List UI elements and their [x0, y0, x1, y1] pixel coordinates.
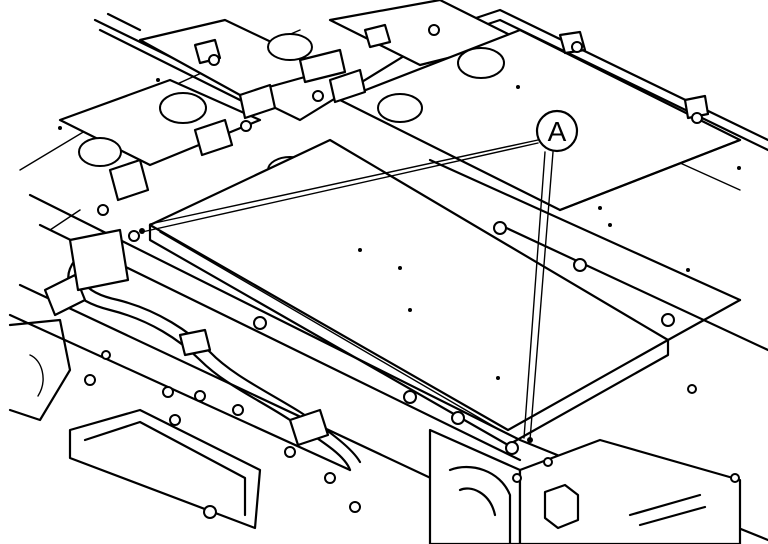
leader-line-to-left-bracket	[141, 142, 539, 233]
callout-circle	[535, 109, 579, 153]
module-vent-hole	[457, 47, 505, 79]
callout-leader-lines	[139, 139, 554, 443]
module-vent-hole	[159, 92, 207, 124]
leader-line-to-right-bracket	[529, 151, 554, 441]
module-vent-hole	[267, 33, 313, 61]
callout-label: A	[548, 116, 567, 147]
module-vent-hole	[377, 93, 423, 123]
wiring-harness	[43, 228, 362, 472]
right-plate	[58, 78, 768, 352]
lower-left-frame	[8, 318, 262, 530]
leader-end-right	[527, 437, 533, 443]
rail-brackets	[97, 23, 710, 242]
leader-line-to-right-bracket-inner	[523, 151, 546, 439]
lower-right-frame	[428, 384, 742, 544]
module-vent-hole	[78, 137, 122, 167]
leader-end-left	[139, 228, 145, 234]
callout-a: A	[535, 109, 579, 153]
leader-line-to-left-bracket-upper	[149, 139, 539, 225]
